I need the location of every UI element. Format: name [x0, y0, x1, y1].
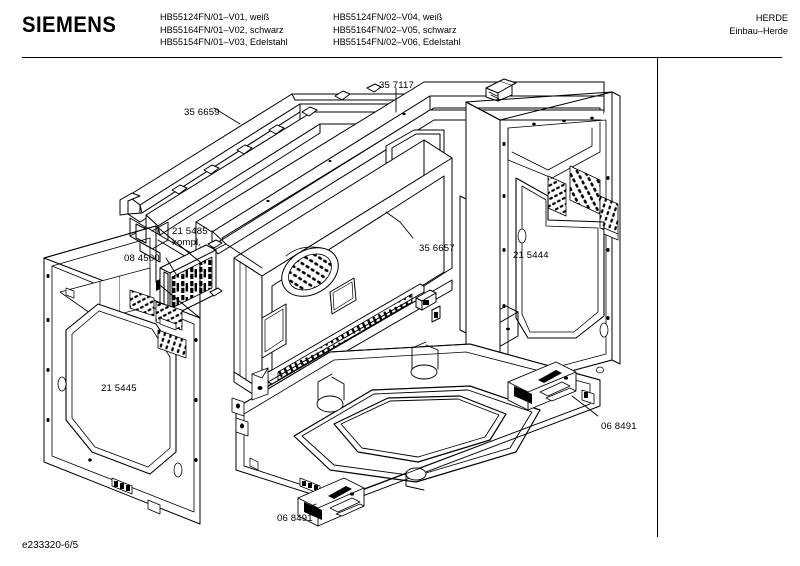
part-number: 06 8491: [601, 421, 637, 432]
siemens-logo: SIEMENS: [22, 12, 117, 37]
part-number: 35 6657: [419, 243, 455, 254]
part-number: 35 7117: [379, 80, 415, 91]
part-number: 21 5445: [101, 383, 137, 394]
callout-label-side-panel-left: 21 5445: [101, 383, 137, 395]
callout-label-top-panel: 35 7117: [379, 80, 414, 92]
model-list-column-2: HB55124FN/02–V04, weiß HB55164FN/02–V05,…: [333, 11, 461, 49]
part-side-panel-right-21-5444: [465, 91, 621, 391]
document-type-title: HERDE: [755, 13, 788, 23]
callout-label-hinge-front: 06 8491: [277, 513, 313, 525]
model-line: HB55124FN/02–V04, weiß: [333, 12, 443, 22]
header-rule: [22, 57, 782, 58]
callout-leader-lines: [165, 87, 599, 509]
callout-label-top-rail: 35 6659: [184, 107, 220, 119]
part-top-rail-35-6659: [119, 83, 421, 263]
callout-label-side-panel-right: 21 5444: [513, 250, 549, 262]
part-number: 35 6659: [184, 107, 220, 118]
callout-label-control-module: 21 5485 kompl.: [172, 226, 208, 248]
part-clip-bracket: [485, 78, 517, 102]
model-line: HB55154FN/01–V03, Edelstahl: [160, 37, 288, 48]
model-list-column-1: HB55124FN/01–V01, weiß HB55164FN/01–V02,…: [160, 11, 288, 49]
part-number: 08 4500: [124, 253, 160, 264]
model-line: HB55164FN/01–V02, schwarz: [160, 24, 284, 35]
model-line: HB55124FN/01–V01, weiß: [160, 12, 270, 22]
vertical-divider: [657, 58, 658, 537]
callout-label-cavity: 35 6657: [419, 243, 455, 255]
document-type-subtitle: Einbau–Herde: [729, 25, 788, 36]
part-number-suffix: kompl.: [172, 237, 202, 248]
part-hinge-front-06-8491: [297, 477, 365, 527]
part-number: 21 5444: [513, 250, 549, 261]
part-hinge-right-06-8491: [507, 361, 577, 411]
drawing-number: e233320-6/5: [22, 540, 79, 551]
part-cavity-35-6657: [233, 139, 519, 401]
document-type: HERDE Einbau–Herde: [729, 12, 788, 37]
model-line: HB55154FN/02–V06, Edelstahl: [333, 37, 461, 48]
model-line: HB55164FN/02–V05, schwarz: [333, 24, 457, 35]
part-number: 06 8491: [277, 513, 313, 524]
callout-label-connector-block: 08 4500: [124, 253, 160, 265]
callout-label-hinge-right: 06 8491: [601, 421, 637, 433]
part-side-panel-left-21-5445: [43, 225, 201, 525]
part-number: 21 5485: [172, 226, 208, 237]
